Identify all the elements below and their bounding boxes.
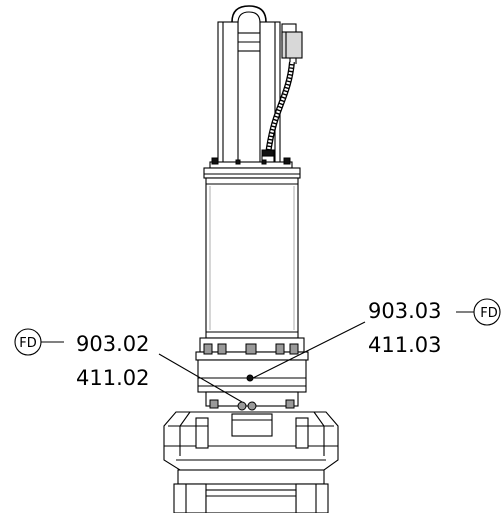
seal-housing — [205, 391, 299, 411]
cable-connector — [281, 23, 303, 64]
fd-badge-left-text: FD — [19, 336, 37, 351]
part-number-411-03: 411.03 — [368, 333, 441, 357]
fd-badge-right-text: FD — [480, 306, 498, 321]
callout-right: 903.03 411.03 FD — [368, 298, 501, 357]
pump-base — [173, 469, 329, 513]
part-number-903-03: 903.03 — [368, 299, 441, 323]
power-cable — [261, 61, 295, 165]
fd-badge-right — [473, 298, 501, 326]
leader-right — [252, 321, 366, 379]
volute-casing — [163, 411, 339, 471]
leader-left — [158, 353, 243, 403]
motor-housing — [205, 177, 299, 339]
leader-lines — [158, 321, 366, 403]
part-number-903-02: 903.02 — [76, 332, 149, 356]
callout-left: FD 903.02 411.02 — [14, 328, 149, 390]
bearing-flange — [195, 337, 309, 393]
part-number-411-02: 411.02 — [76, 366, 149, 390]
motor-top-cover — [203, 157, 301, 179]
